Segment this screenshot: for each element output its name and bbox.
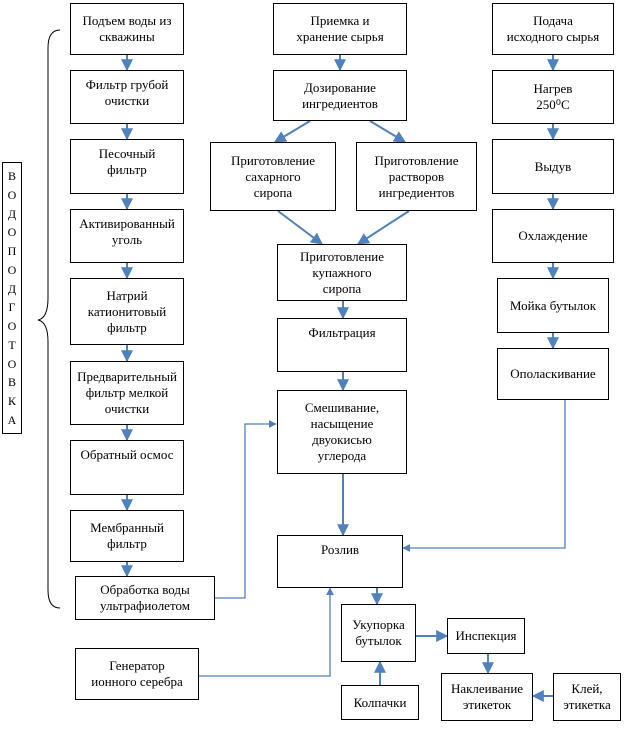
side-letter: П xyxy=(7,244,17,259)
box-sand-filter: Песочный фильтр xyxy=(70,139,184,194)
box-sugar-syrup-prep: Приготовление сахарного сиропа xyxy=(210,142,336,211)
side-letter: В xyxy=(7,375,16,390)
box-blowing: Выдув xyxy=(492,139,614,194)
water-treatment-side-label: В О Д О П О Д Г О Т О В К А xyxy=(2,162,22,434)
box-filtration: Фильтрация xyxy=(277,318,407,372)
box-sodium-cation-filter: Натрий катионитовый фильтр xyxy=(70,278,184,345)
connector-uv-to-mixing xyxy=(215,420,277,599)
box-glue-label: Клей, этикетка xyxy=(553,673,621,721)
connector-silver-to-bottling xyxy=(199,587,334,677)
side-letter: О xyxy=(7,319,17,334)
side-letter: О xyxy=(7,225,17,240)
arrow-dosing-to-solutions xyxy=(369,120,407,143)
box-blend-syrup-prep: Приготовление купажного сиропа xyxy=(277,244,407,301)
side-letter: Д xyxy=(7,281,17,296)
box-cooling: Охлаждение xyxy=(492,209,614,263)
box-silver-ion-generator: Генератор ионного серебра xyxy=(75,648,199,700)
box-water-lift: Подъем воды из скважины xyxy=(70,3,184,55)
box-membrane-filter: Мембранный фильтр xyxy=(70,510,184,562)
box-reverse-osmosis: Обратный осмос xyxy=(70,440,184,495)
arrow-sugar-to-blend xyxy=(277,210,323,245)
box-bottle-washing: Мойка бутылок xyxy=(497,278,609,333)
box-caps: Колпачки xyxy=(341,685,419,720)
box-prefilter-fine: Предварительный фильтр мелкой очистки xyxy=(70,361,184,425)
water-treatment-brace xyxy=(37,29,61,609)
side-letter: О xyxy=(7,356,17,371)
box-labeling: Наклеивание этикеток xyxy=(441,673,533,721)
side-letter: О xyxy=(7,187,17,202)
arrow-dosing-to-sugar xyxy=(273,120,311,143)
side-letter: О xyxy=(7,262,17,277)
box-raw-material-receiving: Приемка и хранение сырья xyxy=(273,3,407,55)
box-bottling: Розлив xyxy=(277,535,403,588)
box-heating: Нагрев 250⁰С xyxy=(492,70,614,124)
box-ingredient-dosing: Дозирование ингредиентов xyxy=(273,70,407,121)
arrow-solutions-to-blend xyxy=(356,210,410,245)
side-letter: К xyxy=(7,394,16,409)
side-letter: В xyxy=(7,169,16,183)
side-letter: Т xyxy=(8,337,16,352)
box-uv-treatment: Обработка воды ультрафиолетом xyxy=(75,576,215,620)
box-coarse-filter: Фильтр грубой очистки xyxy=(70,70,184,124)
box-mixing-carbonation: Смешивание, насыщение двуокисью углерода xyxy=(277,390,407,474)
side-letter: Д xyxy=(7,206,17,221)
box-preform-supply: Подача исходного сырья xyxy=(492,3,614,55)
connector-rinsing-to-bottling xyxy=(402,400,566,552)
box-ingredient-solutions-prep: Приготовление растворов ингредиентов xyxy=(356,142,477,211)
side-letter: А xyxy=(7,412,17,427)
box-activated-carbon: Активированный уголь xyxy=(70,209,184,263)
box-rinsing: Ополаскивание xyxy=(497,348,609,400)
box-capping: Укупорка бутылок xyxy=(341,604,416,662)
side-letter: Г xyxy=(8,300,16,315)
box-inspection: Инспекция xyxy=(447,618,525,654)
